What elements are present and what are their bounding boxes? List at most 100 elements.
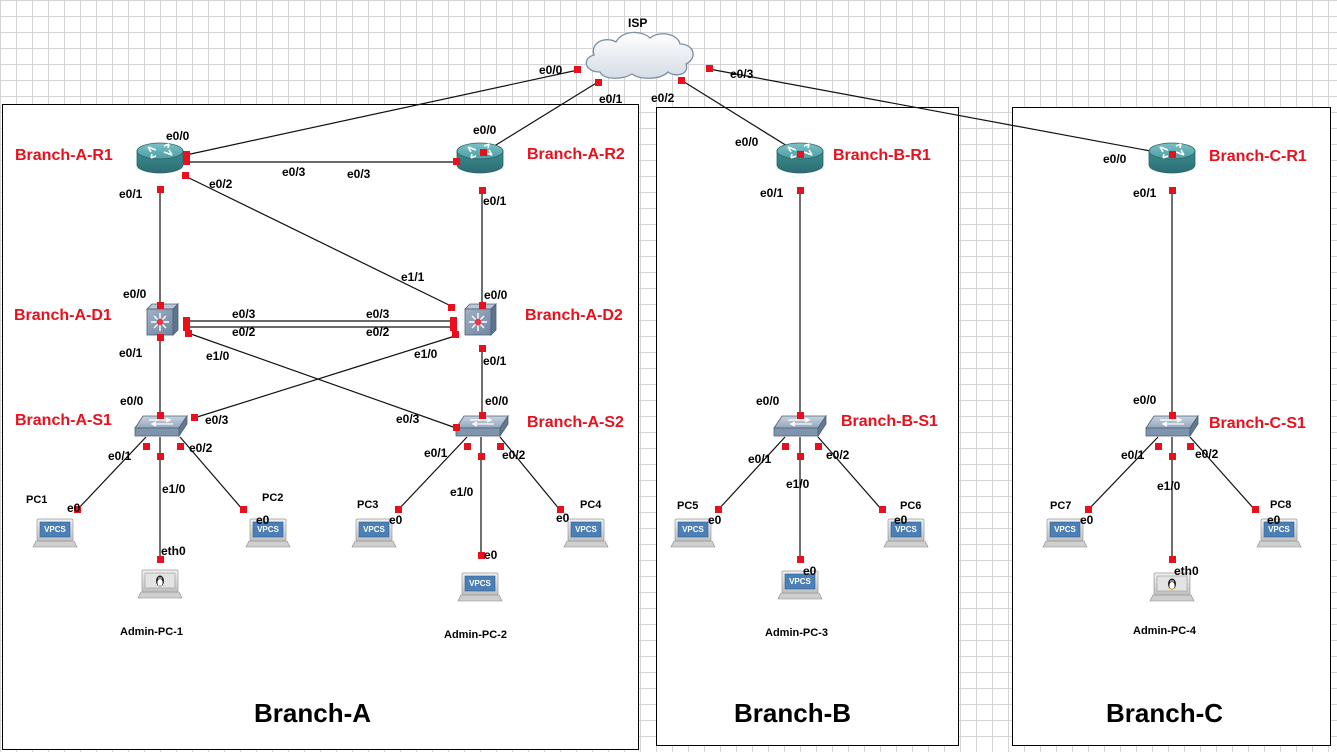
port-a-d2-e01: e0/1 bbox=[483, 354, 507, 368]
link-a-r1-a-d2 bbox=[184, 175, 452, 307]
port-a-s2-e10: e1/0 bbox=[450, 485, 474, 499]
link-a-d2-a-s1 bbox=[193, 335, 456, 419]
label-branch-c-r1: Branch-C-R1 bbox=[1209, 148, 1307, 165]
port-admin2-e0: e0 bbox=[484, 548, 498, 562]
link-b-s1-pc5 bbox=[717, 436, 786, 511]
vpcs-text-pc5: VPCS bbox=[682, 525, 704, 534]
port-isp-e03: e0/3 bbox=[730, 67, 754, 81]
port-a-d1-e02: e0/2 bbox=[232, 325, 256, 339]
link-c-s1-pc7 bbox=[1087, 436, 1159, 511]
label-branch-a-r1: Branch-A-R1 bbox=[15, 147, 113, 164]
label-pc8: PC8 bbox=[1270, 499, 1292, 511]
port-a-d1-e03: e0/3 bbox=[232, 307, 256, 321]
port-a-d2-e03: e0/3 bbox=[366, 307, 390, 321]
vpcs-text-admin3: VPCS bbox=[789, 577, 811, 586]
label-branch-a-r2: Branch-A-R2 bbox=[527, 146, 625, 163]
label-admin-pc-4: Admin-PC-4 bbox=[1133, 625, 1196, 637]
label-admin-pc-3: Admin-PC-3 bbox=[765, 627, 828, 639]
port-pc8-e0: e0 bbox=[1267, 513, 1281, 527]
link-a-s1-pc1 bbox=[76, 436, 147, 511]
vpcs-text-pc2: VPCS bbox=[257, 525, 279, 534]
port-a-s2-e01: e0/1 bbox=[424, 446, 448, 460]
port-b-s1-e01: e0/1 bbox=[748, 452, 772, 466]
port-a-d1-e10: e1/0 bbox=[206, 349, 230, 363]
port-a-s1-e10: e1/0 bbox=[162, 482, 186, 496]
port-c-r1-e01: e0/1 bbox=[1133, 186, 1157, 200]
label-pc5: PC5 bbox=[677, 500, 699, 512]
link-c-s1-pc8 bbox=[1189, 436, 1256, 511]
port-a-d2-e02: e0/2 bbox=[366, 325, 390, 339]
linux-icon-admin1[interactable] bbox=[137, 569, 183, 599]
port-a-d2-e10: e1/0 bbox=[414, 347, 438, 361]
port-a-d1-e00: e0/0 bbox=[123, 287, 147, 301]
port-b-s1-e10: e1/0 bbox=[786, 477, 810, 491]
port-pc1-e0: e0 bbox=[67, 501, 81, 515]
port-pc6-e0: e0 bbox=[894, 513, 908, 527]
port-a-d1-e01: e0/1 bbox=[119, 346, 143, 360]
port-pc5-e0: e0 bbox=[708, 513, 722, 527]
port-a-s2-e03: e0/3 bbox=[396, 412, 420, 426]
port-a-r2-e03: e0/3 bbox=[347, 167, 371, 181]
port-admin4-eth0: eth0 bbox=[1174, 564, 1199, 578]
port-admin3-e0: e0 bbox=[803, 564, 817, 578]
port-b-s1-e02: e0/2 bbox=[826, 448, 850, 462]
label-branch-b-s1: Branch-B-S1 bbox=[841, 413, 938, 430]
link-isp-a-r1 bbox=[185, 69, 579, 156]
link-a-s1-pc2 bbox=[179, 436, 244, 511]
label-pc7: PC7 bbox=[1050, 500, 1072, 512]
label-branch-b-r1: Branch-B-R1 bbox=[833, 147, 931, 164]
isp-label: ISP bbox=[628, 16, 648, 30]
port-a-r2-e00: e0/0 bbox=[473, 123, 497, 137]
port-a-s2-e02: e0/2 bbox=[502, 448, 526, 462]
port-isp-e00: e0/0 bbox=[539, 63, 563, 77]
port-c-s1-e01: e0/1 bbox=[1121, 448, 1145, 462]
vpcs-text-pc4: VPCS bbox=[575, 525, 597, 534]
port-a-d2-e11: e1/1 bbox=[401, 270, 425, 284]
isp-cloud[interactable] bbox=[585, 31, 694, 79]
router-icon-a-r2[interactable] bbox=[456, 142, 504, 174]
port-b-s1-e00: e0/0 bbox=[756, 394, 780, 408]
label-pc2: PC2 bbox=[262, 492, 284, 504]
port-a-r1-e02: e0/2 bbox=[209, 177, 233, 191]
port-c-s1-e00: e0/0 bbox=[1133, 393, 1157, 407]
label-admin-pc-1: Admin-PC-1 bbox=[120, 626, 183, 638]
label-pc3: PC3 bbox=[357, 499, 379, 511]
link-b-s1-pc6 bbox=[817, 436, 883, 511]
links bbox=[76, 68, 1256, 560]
link-isp-c-r1 bbox=[708, 68, 1173, 156]
label-branch-a-d2: Branch-A-D2 bbox=[525, 307, 623, 324]
port-a-r1-e01: e0/1 bbox=[119, 187, 143, 201]
port-a-r2-e01: e0/1 bbox=[483, 194, 507, 208]
zone-branch-a bbox=[2, 104, 639, 750]
port-a-s1-e02: e0/2 bbox=[189, 441, 213, 455]
port-pc2-e0: e0 bbox=[256, 513, 270, 527]
vpcs-text-pc8: VPCS bbox=[1268, 525, 1290, 534]
link-isp-b-r1 bbox=[680, 79, 801, 155]
port-a-r1-e03: e0/3 bbox=[282, 165, 306, 179]
port-pc7-e0: e0 bbox=[1080, 513, 1094, 527]
zone-title-branch-b: Branch-B bbox=[734, 698, 852, 728]
vpcs-text-pc7: VPCS bbox=[1054, 525, 1076, 534]
port-c-s1-e10: e1/0 bbox=[1157, 479, 1181, 493]
router-icon-a-r1[interactable] bbox=[136, 142, 184, 174]
label-branch-a-d1: Branch-A-D1 bbox=[14, 307, 112, 324]
label-pc4: PC4 bbox=[580, 499, 602, 511]
port-c-s1-e02: e0/2 bbox=[1195, 447, 1219, 461]
port-a-s1-e03: e0/3 bbox=[205, 413, 229, 427]
label-pc1: PC1 bbox=[26, 494, 48, 506]
port-c-r1-e00: e0/0 bbox=[1103, 152, 1127, 166]
label-pc6: PC6 bbox=[900, 500, 922, 512]
port-pc4-e0: e0 bbox=[556, 511, 570, 525]
port-a-d2-e00: e0/0 bbox=[484, 288, 508, 302]
label-branch-a-s1: Branch-A-S1 bbox=[15, 412, 112, 429]
link-a-d1-a-s2 bbox=[187, 332, 457, 429]
port-a-s1-e01: e0/1 bbox=[108, 449, 132, 463]
port-pc3-e0: e0 bbox=[389, 513, 403, 527]
vpcs-text-pc3: VPCS bbox=[363, 525, 385, 534]
port-a-r1-e00: e0/0 bbox=[166, 129, 190, 143]
vpcs-text-pc1: VPCS bbox=[44, 525, 66, 534]
port-markers bbox=[74, 65, 1259, 563]
vpcs-text-admin2: VPCS bbox=[469, 579, 491, 588]
port-admin1-eth0: eth0 bbox=[161, 544, 186, 558]
